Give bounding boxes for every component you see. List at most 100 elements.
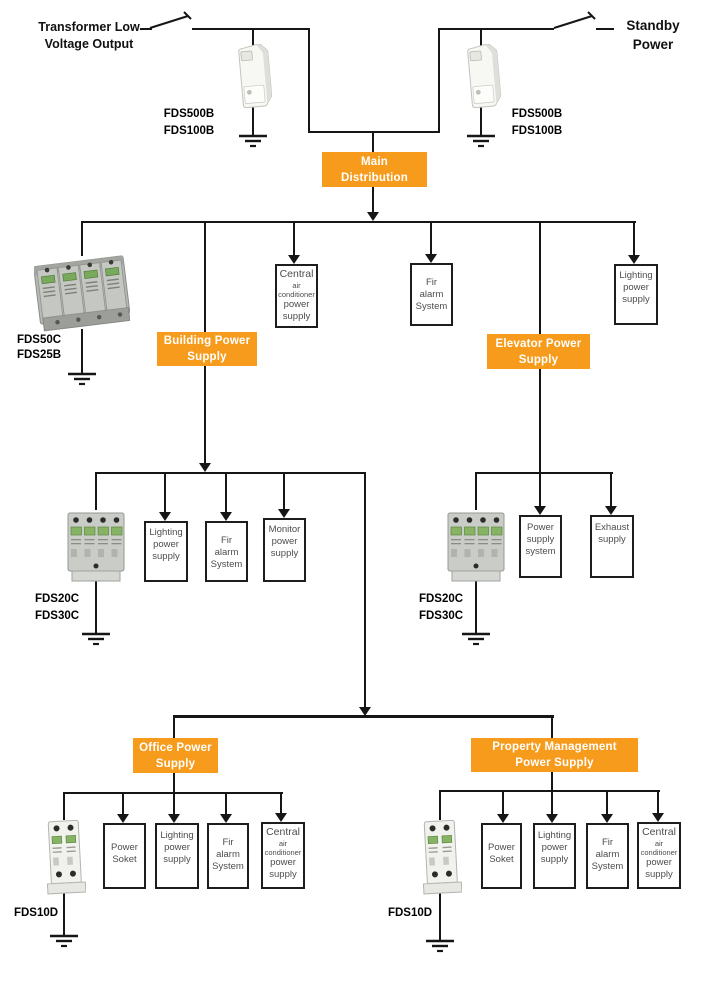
load-line: System: [212, 861, 244, 872]
load-line: Monitor: [268, 524, 301, 535]
load-line: Central: [642, 826, 676, 838]
load-line: supply: [270, 548, 299, 559]
load-line: system: [525, 546, 556, 557]
building-box-line2: Supply: [187, 351, 227, 363]
load-line: supply: [598, 534, 626, 545]
arrow-down-icon: [220, 814, 232, 823]
spd-photo-fds500b-left: [238, 44, 273, 109]
property-bus-wire: [440, 790, 660, 792]
office-power-supply-box: Office Power Supply: [133, 738, 218, 773]
wire: [63, 893, 65, 931]
load-line: Power: [488, 842, 515, 853]
standby-label-line2: Power: [632, 37, 674, 52]
main-bus-wire: [82, 221, 636, 223]
load-box-lighting-building: Lighting power supply: [144, 521, 188, 582]
device-label-fds10d-property: FDS10D: [384, 905, 436, 922]
load-line: Central: [266, 826, 300, 838]
wire: [502, 790, 504, 817]
arrow-down-icon: [220, 512, 232, 521]
load-line: Power: [111, 842, 138, 853]
standby-power-source-label: Standby Power: [612, 16, 694, 54]
load-box-fir-alarm-building: Fir alarm System: [205, 521, 248, 582]
arrow-down-icon: [288, 255, 300, 264]
wire: [95, 472, 97, 510]
load-line: conditioner: [640, 848, 678, 857]
wire: [438, 28, 554, 30]
wire: [480, 28, 482, 48]
wire: [475, 472, 477, 510]
load-line: power: [283, 299, 310, 310]
disconnect-switch-icon-left: [149, 11, 192, 29]
load-line: Fir: [220, 535, 233, 546]
wire: [657, 790, 659, 816]
load-line: supply: [269, 869, 297, 880]
office-bus-wire: [64, 792, 283, 794]
transformer-label-line2: Voltage Output: [44, 37, 134, 51]
device-label-fds50c: FDS50C FDS25B: [10, 333, 68, 363]
elevator-box-line2: Supply: [518, 353, 559, 366]
device-label-line: FDS500B: [163, 108, 215, 120]
building-box-line1: Building Power: [163, 335, 251, 347]
load-line: Fir: [425, 277, 438, 288]
arrow-down-icon: [628, 255, 640, 264]
load-box-power-soket-office: Power Soket: [103, 823, 146, 889]
load-line: alarm: [216, 849, 240, 860]
building-bus-wire: [96, 472, 366, 474]
load-line: supply: [163, 854, 191, 865]
wire: [225, 472, 227, 514]
load-box-fir-alarm-main: Fir alarm System: [410, 263, 453, 326]
wire: [122, 792, 124, 817]
transformer-source-label: Transformer Low Voltage Output: [28, 19, 150, 53]
ground-icon: [467, 131, 495, 148]
load-line: Fir: [601, 837, 614, 848]
wire: [95, 581, 97, 629]
building-power-supply-box: Building Power Supply: [157, 332, 257, 366]
wire: [475, 581, 477, 629]
ground-icon: [462, 629, 490, 646]
arrow-down-icon: [497, 814, 509, 823]
standby-label-line1: Standby: [626, 18, 680, 33]
load-line: Lighting: [619, 270, 653, 281]
device-label-line: FDS50C: [16, 334, 62, 346]
property-box-line1: Property Management: [492, 741, 617, 753]
device-label-line: FDS30C: [34, 610, 80, 622]
arrow-down-icon: [367, 212, 379, 221]
spd-photo-fds500b-right: [467, 44, 502, 109]
load-box-central-air-office: Central air conditioner power supply: [261, 822, 305, 889]
device-label-line: FDS500B: [511, 108, 563, 120]
wire: [633, 221, 635, 256]
property-box-line2: Power Supply: [515, 757, 594, 769]
device-label-line: FDS10D: [13, 907, 59, 919]
load-line: alarm: [214, 547, 239, 558]
wire: [81, 329, 83, 369]
wire: [308, 28, 310, 133]
device-label-fds20c-elevator: FDS20C FDS30C: [414, 591, 468, 625]
load-line: Central: [279, 268, 314, 280]
load-line: air: [278, 839, 288, 848]
ground-icon: [426, 936, 454, 953]
wire: [372, 187, 374, 213]
load-line: power: [541, 842, 568, 853]
wire: [140, 28, 152, 30]
wire: [225, 792, 227, 817]
arrow-down-icon: [359, 707, 371, 716]
spd-photo-fds10d-property: [422, 819, 462, 895]
wire: [192, 28, 310, 30]
wire: [610, 472, 612, 508]
load-line: supply: [282, 311, 311, 322]
load-line: power: [646, 857, 672, 868]
device-label-line: FDS25B: [16, 349, 62, 361]
device-label-fds500b-left: FDS500B FDS100B: [158, 106, 220, 140]
load-line: supply: [645, 869, 673, 880]
arrow-down-icon: [601, 814, 613, 823]
arrow-down-icon: [168, 814, 180, 823]
load-line: conditioner: [264, 848, 302, 857]
spd-photo-fds20c-building: [67, 512, 125, 582]
load-line: Lighting: [160, 830, 194, 841]
load-box-central-air-property: Central air conditioner power supply: [637, 822, 681, 889]
load-line: alarm: [419, 289, 444, 300]
wire: [430, 221, 432, 255]
load-box-fir-alarm-office: Fir alarm System: [207, 823, 249, 889]
transformer-label-line1: Transformer Low: [38, 20, 140, 34]
